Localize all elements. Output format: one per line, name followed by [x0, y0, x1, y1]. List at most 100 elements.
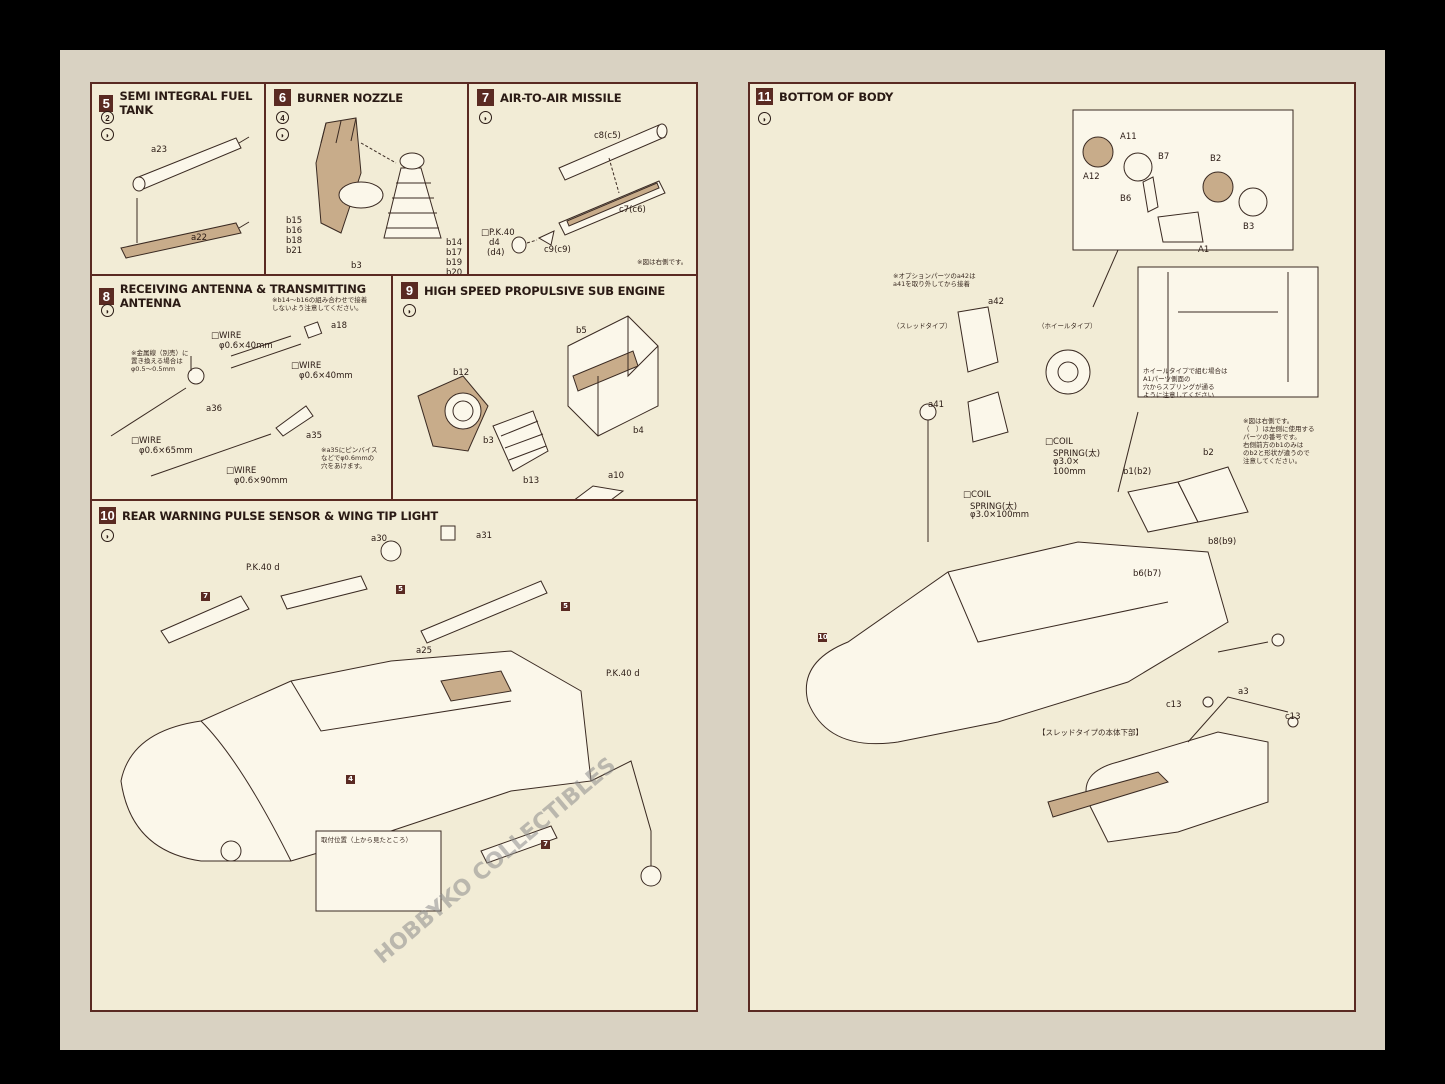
step-number: 11: [756, 88, 773, 105]
part-label: a25: [416, 646, 433, 656]
step-number: 6: [274, 89, 291, 106]
spring1-dim: φ3.0×: [1053, 457, 1080, 467]
part-label: a42: [988, 297, 1005, 307]
part-label: b12: [453, 368, 470, 378]
inset-label: 取付位置（上から見たところ）: [321, 836, 412, 844]
part-label: b14: [446, 238, 463, 248]
ref-tag: 4: [346, 774, 355, 784]
wire-size: φ0.6×65mm: [139, 446, 193, 456]
pk-label: □P.K.40: [481, 228, 515, 238]
glue-icon: ◗: [276, 128, 289, 141]
part-label: b1(b2): [1123, 467, 1152, 477]
part-label: a18: [331, 321, 348, 331]
step8-note-b: ※a35にピンバイスなどでφ0.6mmの穴をあけます。: [321, 446, 378, 470]
spring1-dim: 100mm: [1053, 467, 1086, 477]
part-label: a35: [306, 431, 323, 441]
step-title: BURNER NOZZLE: [297, 90, 403, 105]
step-title: SEMI INTEGRAL FUEL TANK: [119, 89, 253, 117]
spring2-dim: φ3.0×100mm: [970, 510, 1030, 520]
part-label: a10: [608, 471, 625, 481]
step-title: REAR WARNING PULSE SENSOR & WING TIP LIG…: [122, 508, 439, 523]
step6-note: ※b14〜b16の組み合わせで接着しないよう注意してください。: [272, 296, 368, 312]
ref-tag: 5: [561, 601, 570, 611]
step-number: 5: [99, 94, 114, 112]
wire-label: □WIRE: [211, 331, 242, 341]
part-label: B7: [1158, 152, 1170, 162]
spring2-size: SPRING(太): [970, 502, 1018, 512]
glue-icon: ◗: [758, 112, 771, 125]
part-label: b13: [523, 476, 540, 486]
wire-size: φ0.6×40mm: [219, 341, 273, 351]
wire-label: □WIRE: [131, 436, 162, 446]
part-label: A1: [1198, 245, 1210, 255]
part-label: b5: [576, 326, 587, 336]
part-label: (d4): [487, 248, 505, 258]
spring1-label: □COIL: [1045, 437, 1073, 447]
part-label: c7(c6): [619, 205, 646, 215]
qty-icon: 4: [276, 111, 289, 124]
step-title: RECEIVING ANTENNA & TRANSMITTING ANTENNA: [119, 282, 366, 310]
antenna-drawing: [110, 321, 323, 477]
part-label: a31: [476, 531, 493, 541]
ref-tag: 7: [541, 839, 550, 849]
part-label: b17: [446, 248, 463, 258]
part-label: B2: [1210, 154, 1222, 164]
part-label: c9(c9): [544, 245, 571, 255]
part-label: b21: [286, 246, 303, 256]
fuel-tank-drawing: [120, 136, 250, 259]
glue-icon: ◗: [479, 111, 492, 124]
wire-label: □WIRE: [226, 466, 257, 476]
part-label: c13: [1285, 712, 1301, 722]
ref-tag: 10: [818, 633, 828, 642]
ref-tag: 5: [396, 584, 405, 594]
part-label: b20: [446, 268, 463, 275]
wheel-type-label: （ホイールタイプ）: [1038, 322, 1097, 330]
bottom-body-drawing: [805, 109, 1319, 843]
part-label: b8(b9): [1208, 537, 1237, 547]
part-label: b19: [446, 258, 463, 268]
step8-panel: 8 RECEIVING ANTENNA & TRANSMITTING ANTENN…: [90, 275, 392, 500]
part-label: a36: [206, 404, 223, 414]
glue-icon: ◗: [101, 529, 114, 542]
step-number: 8: [99, 287, 114, 305]
part-label: B3: [1243, 222, 1255, 232]
part-label: a22: [191, 233, 208, 243]
step-title: BOTTOM OF BODY: [779, 89, 894, 104]
wire-size: φ0.6×40mm: [299, 371, 353, 381]
part-label: d4: [489, 238, 500, 248]
part-label: a41: [928, 400, 945, 410]
wire-label: □WIRE: [291, 361, 322, 371]
step7-note: ※図は右側です。: [637, 258, 688, 266]
spring1-size: SPRING(太): [1053, 449, 1101, 459]
part-label: a23: [151, 145, 168, 155]
sled-body-label: 【スレッドタイプの本体下部】: [1038, 728, 1143, 737]
side-note: ※図は右側です。（ ）は左側に使用するパーツの番号です。右側前方のb1のみはのb…: [1243, 417, 1315, 465]
part-label: b15: [286, 216, 303, 226]
left-page: 5 SEMI INTEGRAL FUEL TANK 2 ◗ a23 a22 6 BU…: [60, 50, 720, 1050]
qty-icon: 2: [101, 111, 114, 124]
part-label: b18: [286, 236, 303, 246]
missile-drawing: [511, 123, 668, 254]
step11-panel: 11 BOTTOM OF BODY ◗: [748, 82, 1356, 1012]
burner-nozzle-drawing: [315, 117, 442, 239]
step-number: 9: [401, 282, 418, 299]
wire-size: φ0.6×90mm: [234, 476, 288, 486]
step-number: 7: [477, 89, 494, 106]
ref-tag: 7: [201, 591, 210, 601]
glue-icon: ◗: [403, 304, 416, 317]
pk-label: P.K.40 d: [606, 669, 640, 679]
part-label: A12: [1083, 172, 1100, 182]
ship-assembly-drawing: [120, 525, 662, 912]
part-label: a3: [1238, 687, 1249, 697]
glue-icon: ◗: [101, 304, 114, 317]
spring2-label: □COIL: [963, 490, 991, 500]
part-label: b2: [1203, 448, 1214, 458]
